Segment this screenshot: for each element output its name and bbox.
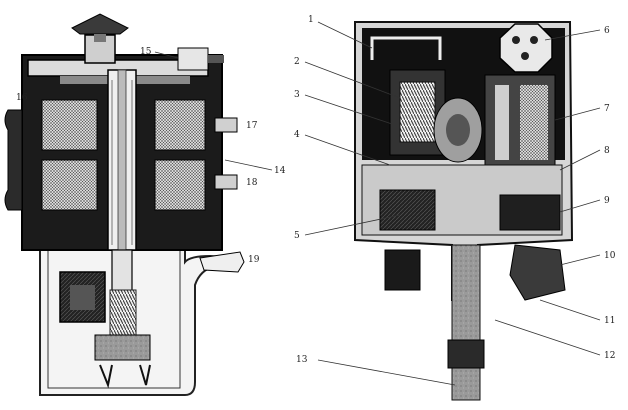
leader-2: [304, 61, 401, 99]
top-cap: [499, 23, 553, 73]
callout-labels: 1 2 3 4 5 6 7 8 9 10 11 12 13 14 15 16 1…: [16, 15, 616, 365]
leader-1: [317, 21, 373, 49]
left-clamp: [4, 109, 23, 211]
terminal-top: [177, 47, 209, 71]
callout-label-16: 16: [16, 93, 28, 103]
coil-lower-right: [154, 159, 206, 211]
leader-3: [304, 94, 396, 126]
terminal-mid: [214, 117, 238, 133]
callout-label-9: 9: [604, 196, 610, 206]
callout-layer: [154, 21, 601, 386]
callout-label-17: 17: [246, 121, 258, 131]
drive-shaft: [451, 244, 481, 401]
leader-8: [559, 149, 601, 171]
callout-label-18: 18: [246, 178, 258, 188]
callout-label-12: 12: [604, 351, 615, 361]
callout-label-8: 8: [604, 146, 610, 156]
coil-lower-left: [41, 159, 98, 211]
wiring-loop: [370, 36, 442, 60]
callout-label-4: 4: [294, 130, 300, 140]
callout-label-19: 19: [248, 255, 260, 265]
callout-label-11: 11: [604, 316, 615, 326]
callout-label-13: 13: [296, 355, 308, 365]
valve-spring: [109, 289, 137, 336]
shaft-coupling: [447, 339, 485, 369]
lever-arm: [509, 244, 566, 301]
leader-5: [304, 214, 401, 236]
bracket-left: [379, 189, 436, 231]
leader-15: [154, 51, 179, 59]
leader-14: [224, 159, 273, 171]
coil-upper-left: [41, 99, 98, 151]
bracket-right: [499, 194, 561, 231]
leader-12: [494, 319, 601, 356]
callout-label-6: 6: [604, 26, 610, 36]
leader-7: [554, 107, 601, 121]
callout-label-3: 3: [294, 90, 300, 100]
callout-label-1: 1: [308, 15, 314, 25]
valve-block: [59, 271, 106, 323]
terminal-low: [214, 174, 238, 190]
top-knob: [71, 13, 129, 35]
leader-9: [559, 199, 601, 213]
callout-label-14: 14: [274, 166, 286, 176]
outlet-fitting: [199, 251, 245, 273]
leader-11: [539, 299, 601, 321]
leader-6: [544, 29, 601, 41]
callout-label-2: 2: [294, 57, 300, 67]
callout-label-15: 15: [140, 47, 152, 57]
leader-10: [559, 254, 601, 266]
callout-label-7: 7: [604, 104, 610, 114]
base-block: [384, 249, 421, 291]
leader-13: [317, 359, 456, 386]
sectioned-electromagnet-assembly: [4, 13, 245, 396]
callout-label-5: 5: [294, 231, 300, 241]
valve-seat: [94, 334, 151, 361]
coil-upper-right: [154, 99, 206, 151]
cutaway-mechanism-assembly: [354, 21, 574, 401]
leader-4: [304, 134, 391, 166]
callout-label-10: 10: [604, 251, 616, 261]
